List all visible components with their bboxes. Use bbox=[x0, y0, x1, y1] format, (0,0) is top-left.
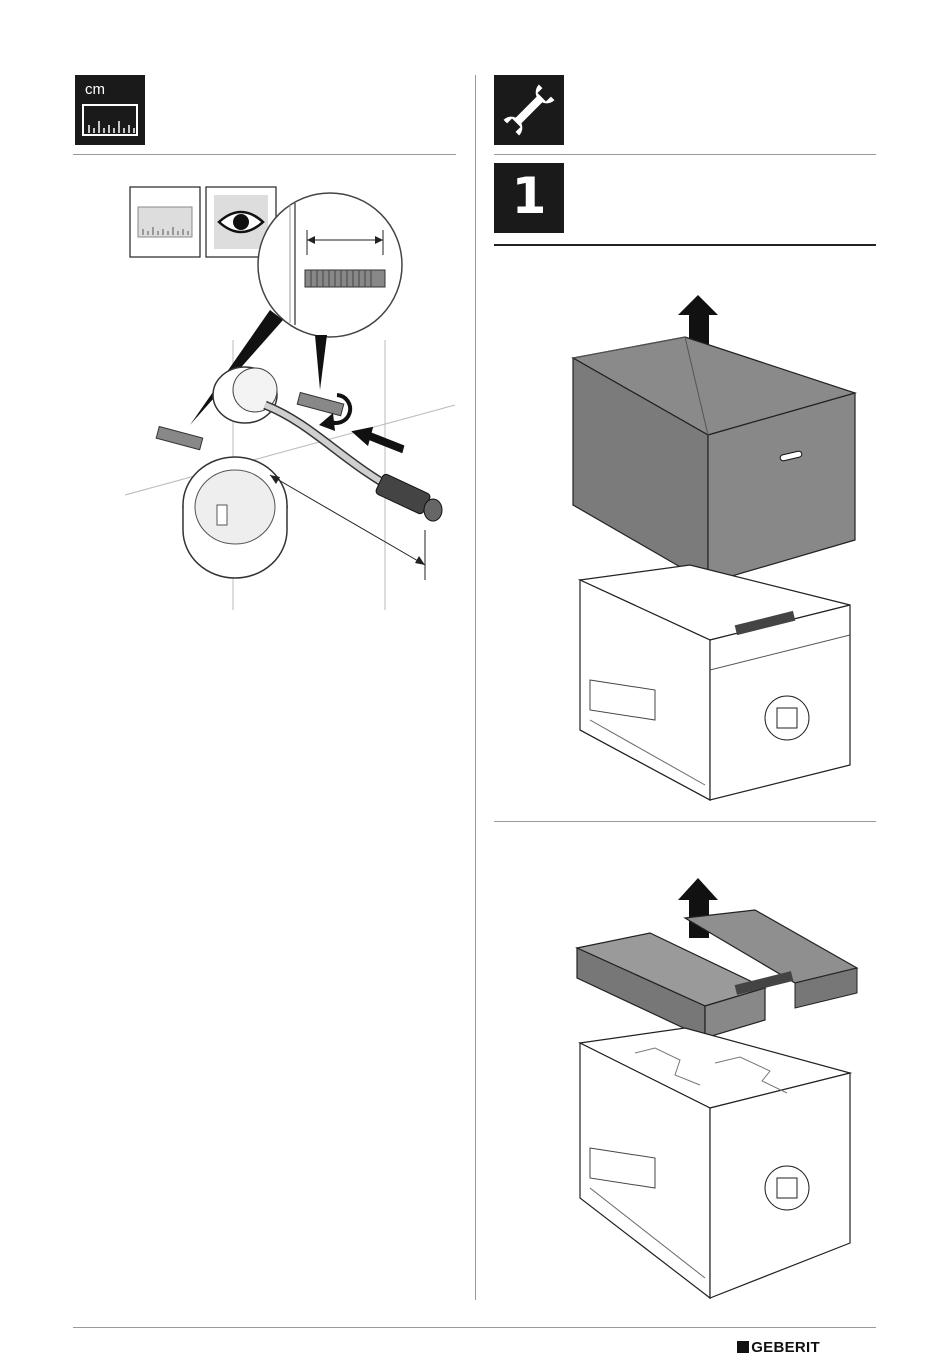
logo-square-icon bbox=[737, 1341, 749, 1353]
threaded-rod-left bbox=[156, 427, 203, 450]
step-number: 1 bbox=[494, 167, 564, 225]
right-header-rule bbox=[494, 154, 876, 155]
remove-insert-illustration bbox=[565, 878, 865, 1318]
footer-rule bbox=[73, 1327, 876, 1328]
measure-icon-box: cm bbox=[75, 75, 145, 145]
cover-ring bbox=[183, 457, 287, 578]
mid-rule bbox=[494, 821, 876, 822]
geberit-logo: GEBERIT bbox=[737, 1339, 820, 1356]
brand-name: GEBERIT bbox=[751, 1339, 820, 1356]
step-rule bbox=[494, 244, 876, 246]
wrench-icon bbox=[494, 75, 564, 145]
step-number-box: 1 bbox=[494, 163, 564, 233]
ruler-icon bbox=[75, 75, 145, 145]
tool-icon-box bbox=[494, 75, 564, 145]
installation-illustration bbox=[115, 185, 465, 615]
scale-icon-small bbox=[130, 187, 200, 257]
remove-carton-cover-illustration bbox=[565, 290, 865, 810]
left-header-rule bbox=[73, 154, 456, 155]
threaded-rod-right bbox=[297, 393, 344, 416]
column-divider bbox=[475, 75, 476, 1300]
